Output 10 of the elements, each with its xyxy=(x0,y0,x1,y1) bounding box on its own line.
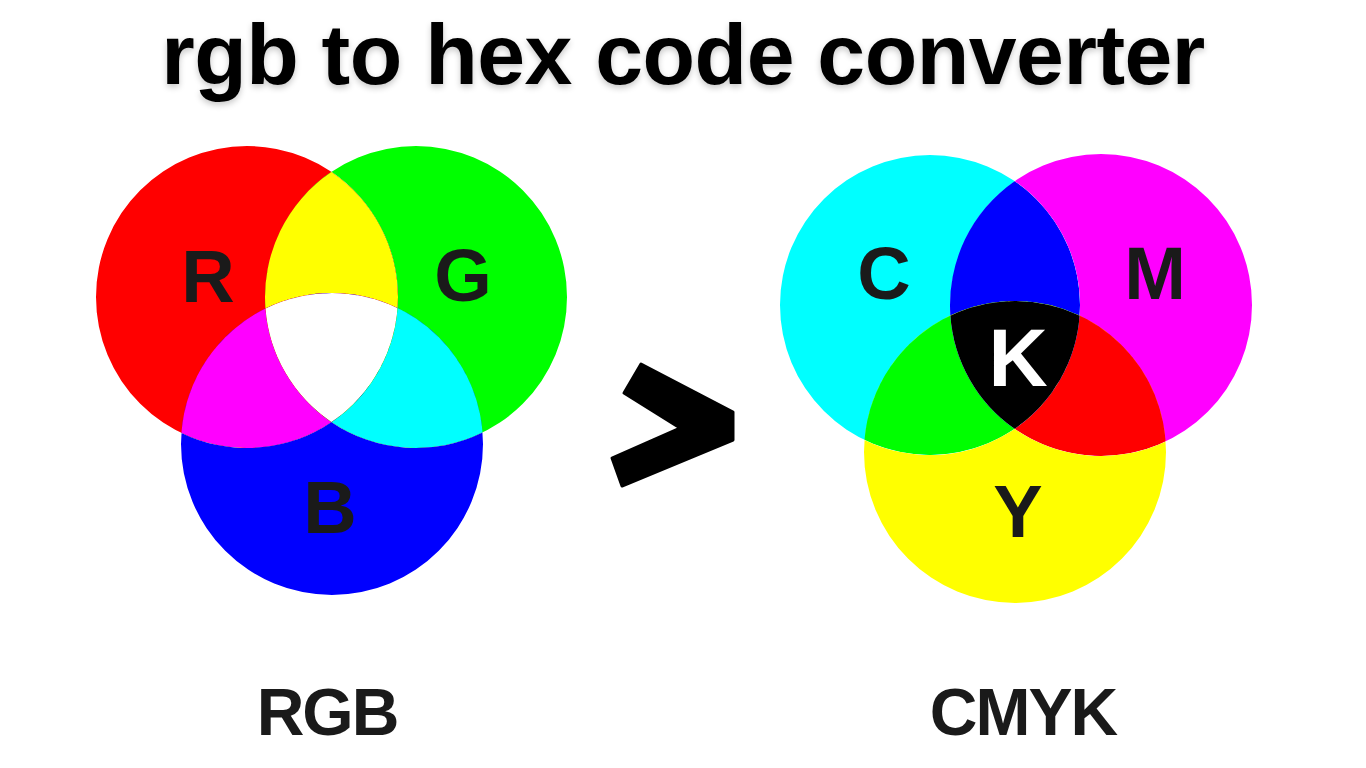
channel-letter: R xyxy=(181,240,235,314)
title: rgb to hex code converter xyxy=(161,5,1205,104)
channel-letter: Y xyxy=(993,475,1043,549)
diagram-label: CMYK xyxy=(929,674,1117,751)
channel-letter: G xyxy=(434,239,492,313)
diagram-label: RGB xyxy=(256,674,398,751)
channel-letter: B xyxy=(303,471,357,545)
channel-letter: K xyxy=(988,317,1048,399)
channel-letter: M xyxy=(1124,237,1186,311)
channel-letter: C xyxy=(857,237,911,311)
